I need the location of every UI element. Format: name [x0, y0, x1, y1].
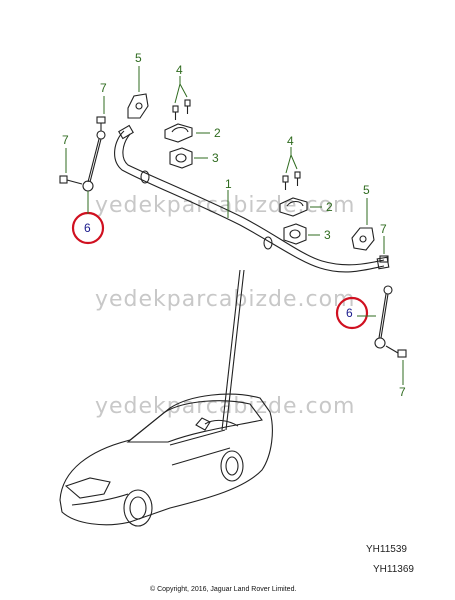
callout-6-left: 6 [84, 221, 91, 235]
callout-7-left-side: 7 [62, 133, 69, 147]
bushing-left [169, 147, 193, 169]
illustration-code-primary: YH11539 [366, 544, 407, 555]
highlight-circle-right [335, 296, 369, 330]
bolt-pair-right [282, 171, 301, 190]
callout-2-left: 2 [214, 126, 221, 140]
stabilizer-link-left [82, 130, 106, 192]
callout-5-right: 5 [363, 183, 370, 197]
mounting-bracket-left [127, 93, 149, 119]
stabilizer-bar [114, 124, 390, 273]
watermark-middle: yedekparcabizde.com [95, 287, 355, 312]
bushing-right [283, 223, 307, 245]
nut-right-top [379, 255, 389, 263]
callout-4-right: 4 [287, 134, 294, 148]
illustration-code-secondary: YH11369 [373, 564, 414, 575]
callout-7-right-top: 7 [380, 222, 387, 236]
callout-5-left: 5 [135, 51, 142, 65]
callout-4-left: 4 [176, 63, 183, 77]
callout-3-left: 3 [212, 151, 219, 165]
callout-7-right-bottom: 7 [399, 385, 406, 399]
clamp-left [164, 123, 193, 143]
clamp-right [279, 197, 308, 217]
callout-3-right: 3 [324, 228, 331, 242]
callout-7-left-top: 7 [100, 81, 107, 95]
nut-left-side [59, 175, 83, 185]
callout-1: 1 [225, 177, 232, 191]
watermark-top: yedekparcabizde.com [95, 193, 355, 218]
copyright-notice: © Copyright, 2016, Jaguar Land Rover Lim… [150, 585, 296, 593]
stabilizer-link-right [374, 285, 393, 349]
callout-2-right: 2 [326, 200, 333, 214]
callout-6-right: 6 [346, 306, 353, 320]
vehicle-locator-illustration [59, 269, 273, 527]
bolt-pair-left [172, 99, 191, 120]
nut-left-top [96, 116, 106, 131]
nut-right-bottom [385, 345, 407, 358]
mounting-bracket-right [351, 227, 375, 251]
